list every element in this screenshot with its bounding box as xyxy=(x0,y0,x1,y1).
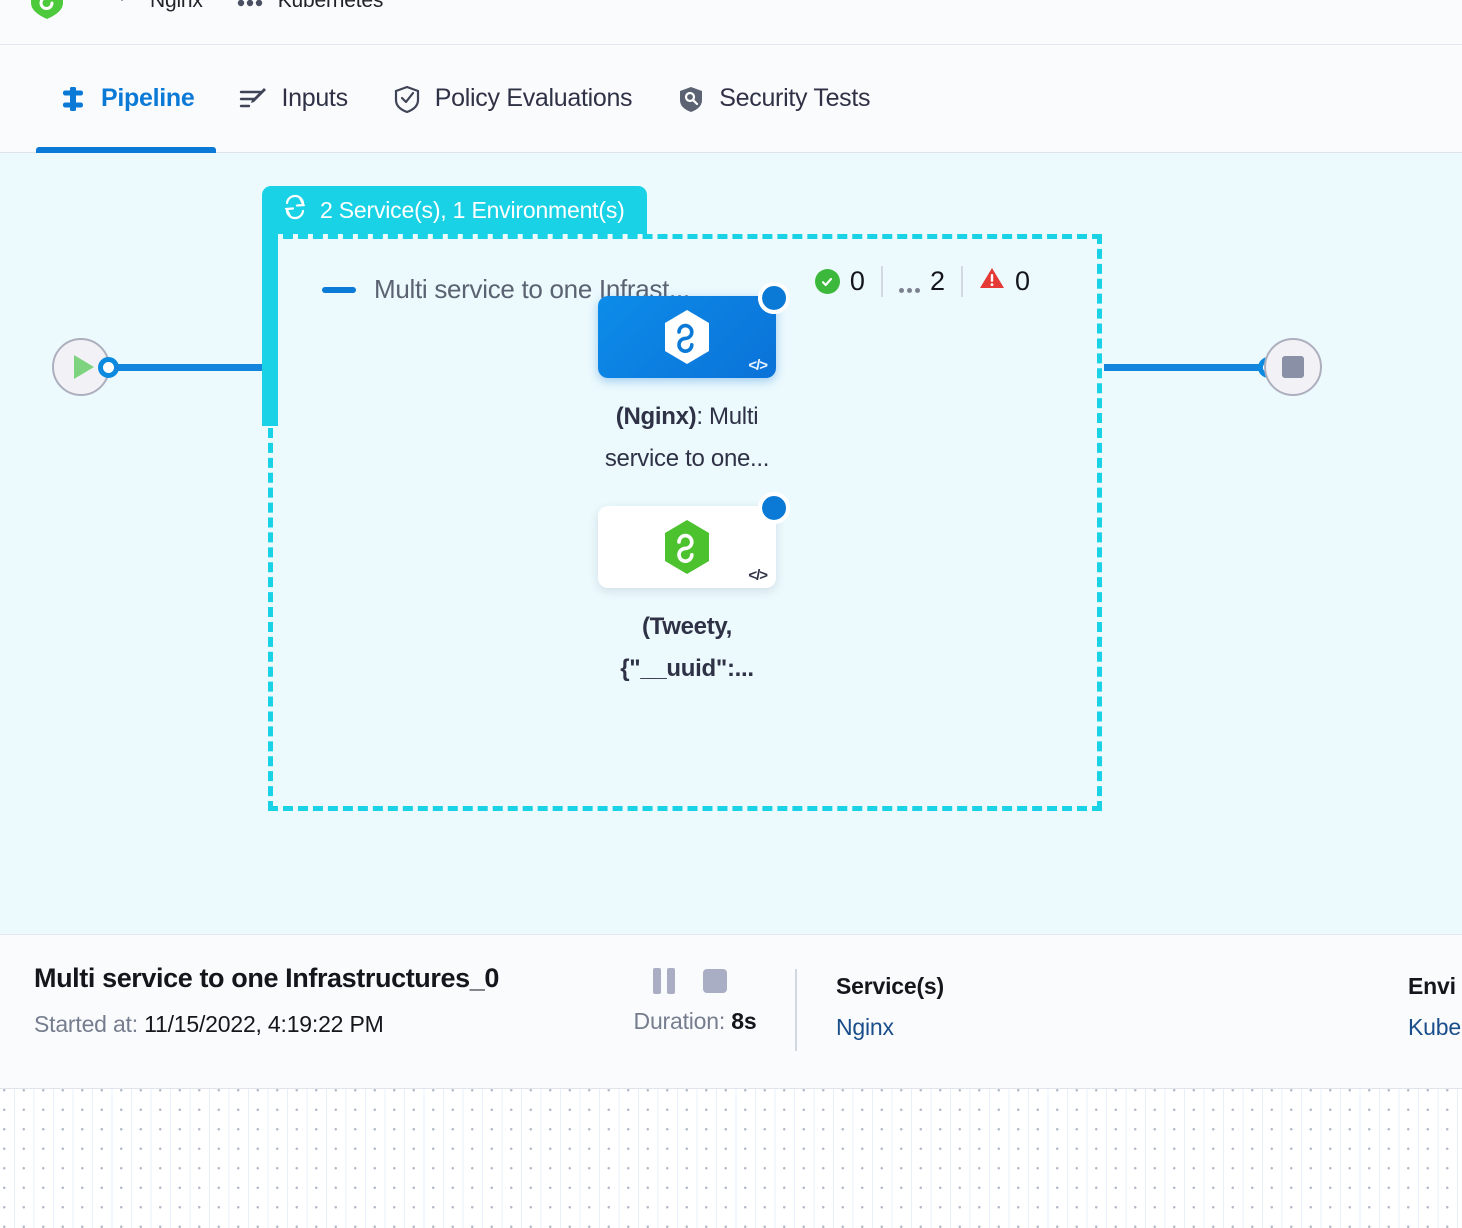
play-icon xyxy=(73,355,94,379)
secondary-graph-canvas[interactable] xyxy=(0,1089,1462,1228)
breadcrumb-item-label: Nginx xyxy=(150,0,203,12)
stage-badge-label: 2 Service(s), 1 Environment(s) xyxy=(320,196,625,223)
kubernetes-deployment-icon xyxy=(233,0,267,20)
tab-security-tests[interactable]: Security Tests xyxy=(654,45,892,153)
rollback-loop-icon xyxy=(282,194,308,226)
stage-status-counts: 0 2 0 xyxy=(814,266,1046,297)
environments-label: Envi xyxy=(1408,973,1456,999)
tab-policy-evaluations[interactable]: Policy Evaluations xyxy=(370,45,654,153)
running-spinner-icon xyxy=(758,492,790,524)
node-tweety-card[interactable]: </> xyxy=(598,492,790,588)
execution-controls: Duration: 8s xyxy=(615,968,775,1035)
running-spinner-icon xyxy=(758,282,790,314)
breadcrumb-item-project[interactable] xyxy=(30,0,75,20)
edge-stage-to-end xyxy=(1104,364,1268,371)
end-stop-node[interactable] xyxy=(1264,338,1322,396)
tab-pipeline[interactable]: Pipeline xyxy=(36,45,217,153)
tab-label: Security Tests xyxy=(719,84,871,112)
node-nginx[interactable]: </> (Nginx): Multi service to one... xyxy=(598,282,790,480)
check-circle-icon xyxy=(814,269,840,294)
breadcrumb: Nginx xyxy=(0,0,1462,45)
tab-label: Pipeline xyxy=(101,84,195,112)
tab-bar: Pipeline Inputs xyxy=(0,45,1462,153)
node-nginx-service: (Nginx) xyxy=(615,403,697,430)
node-tweety[interactable]: </> (Tweety, {"__uuid":... xyxy=(598,492,790,690)
node-nginx-card[interactable]: </> xyxy=(598,282,790,378)
stage-badge[interactable]: 2 Service(s), 1 Environment(s) xyxy=(262,186,647,234)
warning-triangle-icon xyxy=(979,266,1005,297)
status-failed-count: 0 xyxy=(1014,266,1030,296)
run-duration-label: Duration: xyxy=(633,1008,726,1034)
node-tweety-label: (Tweety, {"__uuid":... xyxy=(587,606,787,690)
status-failed: 0 xyxy=(960,266,1046,297)
status-success-count: 0 xyxy=(849,266,865,296)
pause-button[interactable] xyxy=(653,968,675,994)
pipeline-graph-canvas[interactable]: 2 Service(s), 1 Environment(s) Multi ser… xyxy=(0,153,1462,934)
shield-scan-icon xyxy=(676,84,706,114)
detail-divider xyxy=(795,969,797,1051)
tab-label: Inputs xyxy=(281,84,348,112)
shield-check-icon xyxy=(392,84,422,114)
harness-hexagon-icon xyxy=(659,517,715,577)
run-started-value: 11/15/2022, 4:19:22 PM xyxy=(144,1011,384,1037)
services-label: Service(s) xyxy=(836,973,944,999)
edge-start-to-stage xyxy=(114,364,266,371)
breadcrumb-item-nginx[interactable]: Nginx xyxy=(105,0,203,20)
node-nginx-desc: : Multi service to one... xyxy=(604,403,770,472)
code-icon[interactable]: </> xyxy=(748,567,768,584)
ellipsis-icon xyxy=(898,271,920,293)
breadcrumb-item-kubernetes[interactable]: Kubernetes xyxy=(233,0,383,20)
node-tweety-line1: (Tweety, xyxy=(641,613,733,640)
environments-value-link[interactable]: Kube xyxy=(1408,1014,1461,1040)
status-running: 2 xyxy=(880,266,961,297)
stage-nodes: </> (Nginx): Multi service to one... xyxy=(598,282,790,690)
run-started-at: Started at: 11/15/2022, 4:19:22 PM xyxy=(34,1011,384,1038)
gear-icon xyxy=(105,0,139,20)
execution-detail-bar: Multi service to one Infrastructures_0 S… xyxy=(0,934,1462,1089)
run-started-label: Started at: xyxy=(34,1011,138,1037)
stop-icon xyxy=(1282,356,1304,378)
tab-inputs[interactable]: Inputs xyxy=(216,45,369,153)
status-success: 0 xyxy=(814,266,881,297)
breadcrumb-item-label: Kubernetes xyxy=(277,0,384,12)
services-value-link[interactable]: Nginx xyxy=(836,1014,894,1040)
harness-hexagon-icon xyxy=(659,307,715,367)
collapse-toggle-icon[interactable] xyxy=(322,286,356,293)
run-title: Multi service to one Infrastructures_0 xyxy=(34,963,499,993)
node-nginx-label: (Nginx): Multi service to one... xyxy=(587,396,787,480)
code-icon[interactable]: </> xyxy=(748,357,768,374)
stage-group[interactable]: 2 Service(s), 1 Environment(s) Multi ser… xyxy=(262,186,1102,811)
run-duration-value: 8s xyxy=(731,1008,757,1034)
pipeline-icon xyxy=(58,84,88,114)
environments-block: Envi Kube xyxy=(1408,973,1461,1041)
status-running-count: 2 xyxy=(929,266,945,296)
run-duration: Duration: 8s xyxy=(615,1008,775,1035)
services-block: Service(s) Nginx xyxy=(836,973,944,1041)
stop-button[interactable] xyxy=(703,969,727,993)
node-tweety-line2: {"__uuid":... xyxy=(620,655,754,682)
inputs-icon xyxy=(238,84,268,114)
harness-hexagon-logo-icon xyxy=(30,0,64,20)
stage-dashed-boundary xyxy=(268,234,1102,811)
tab-label: Policy Evaluations xyxy=(434,84,633,112)
